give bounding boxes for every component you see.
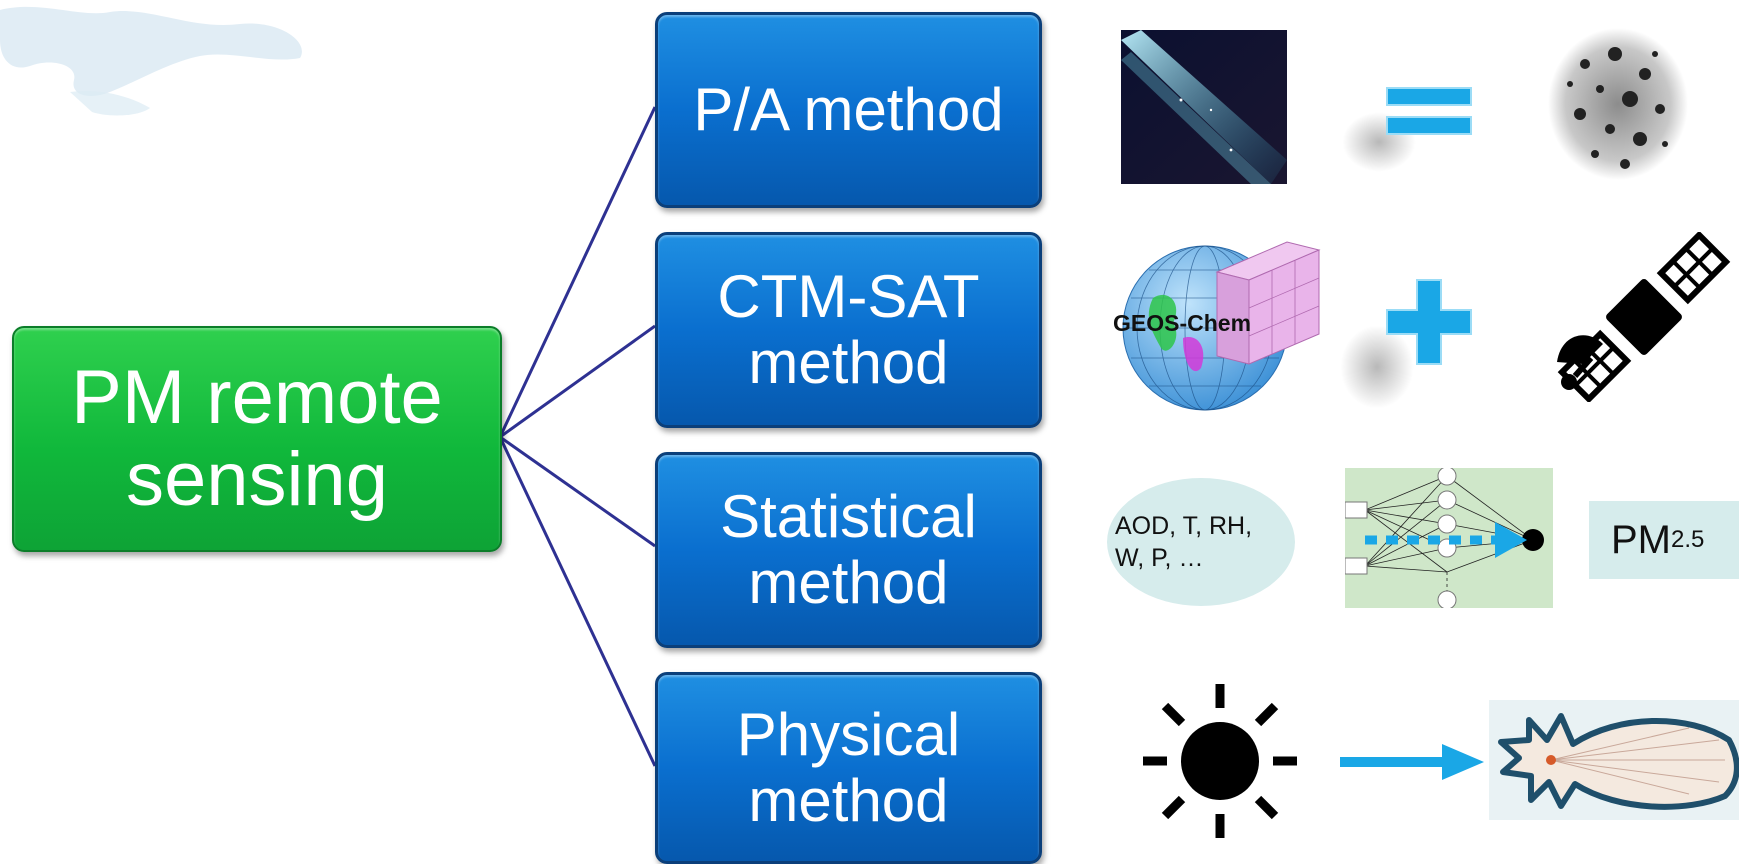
pm-label: PM — [1611, 517, 1671, 562]
map-decoration-icon — [0, 6, 302, 116]
method-ctm-label-line2: method — [748, 329, 949, 396]
scattering-phase-function-icon — [1489, 700, 1739, 820]
method-ctm-label-line1: CTM-SAT — [717, 263, 980, 330]
method-statistical-label-line2: method — [748, 549, 949, 616]
method-physical-label-line1: Physical — [736, 701, 961, 768]
root-node-pm-remote-sensing: PM remote sensing — [12, 326, 502, 552]
pm-subscript: 2.5 — [1671, 526, 1705, 553]
method-physical-label-line2: method — [748, 767, 949, 834]
connector-ctm — [499, 324, 656, 439]
globe-grid-icon — [1122, 241, 1321, 411]
method-box-physical: Physical method — [655, 672, 1042, 864]
geos-chem-label: GEOS-Chem — [1113, 310, 1252, 336]
connector-pa — [498, 106, 657, 438]
plus-shadow — [1340, 325, 1414, 409]
method-box-pa: P/A method — [655, 12, 1042, 208]
light-beam-image-icon — [1121, 30, 1287, 184]
method-pa-label: P/A method — [693, 76, 1004, 143]
particle-filter-image-icon — [1548, 28, 1688, 180]
equals-icon — [1386, 87, 1472, 135]
method-box-statistical: Statistical method — [655, 452, 1042, 648]
sun-icon — [1143, 684, 1297, 838]
plus-icon — [1386, 279, 1472, 365]
neural-network-icon — [1345, 468, 1553, 608]
root-label-line1: PM remote — [71, 355, 443, 440]
method-statistical-label-line1: Statistical — [720, 483, 977, 550]
connector-statistical — [499, 435, 656, 548]
connector-physical — [498, 436, 657, 767]
method-box-ctm-sat: CTM-SAT method — [655, 232, 1042, 428]
arrow-right-icon — [1340, 744, 1484, 780]
root-label-line2: sensing — [126, 437, 388, 522]
inputs-line2: W, P, … — [1115, 544, 1204, 572]
inputs-oval: AOD, T, RH, W, P, … — [1107, 478, 1295, 606]
satellite-icon — [1557, 232, 1731, 402]
inputs-line1: AOD, T, RH, — [1115, 512, 1253, 540]
